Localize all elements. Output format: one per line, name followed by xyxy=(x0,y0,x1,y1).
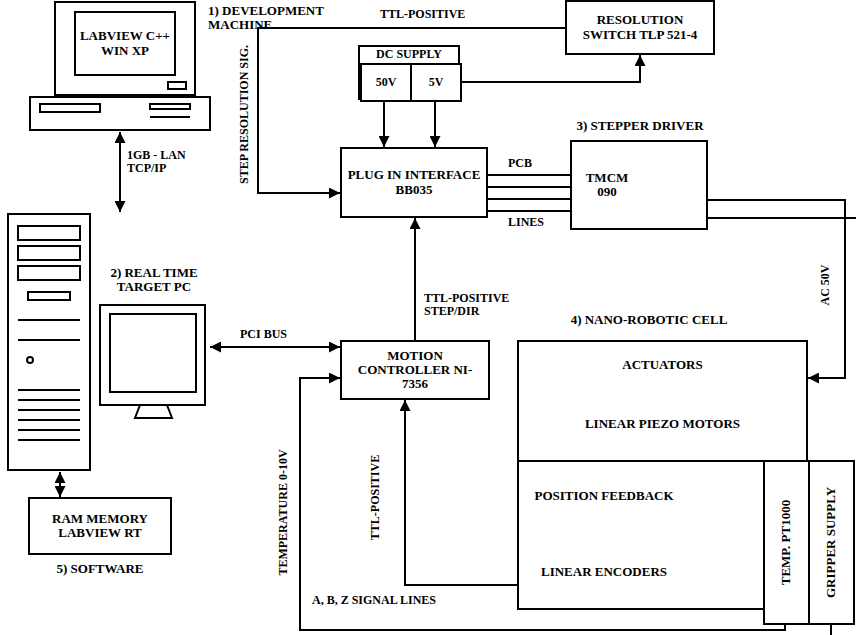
signal-connector xyxy=(488,175,570,211)
heading-label: 4) NANO-ROBOTIC CELL xyxy=(539,310,759,330)
development-computer xyxy=(30,2,210,130)
feedback-box: POSITION FEEDBACK LINEAR ENCODERS xyxy=(517,460,765,610)
box-text: 2) REAL TIME TARGET PC xyxy=(98,260,210,300)
supply-box: DC SUPPLY 50V5V xyxy=(358,45,460,100)
box-text: PLUG IN INTERFACE BB035 xyxy=(345,152,483,213)
box-text: 5) SOFTWARE xyxy=(28,559,172,579)
signal-label: TTL-POSITIVE STEP/DIR xyxy=(424,287,536,323)
heading-label: 3) STEPPER DRIVER xyxy=(555,116,725,136)
box-text: RAM MEMORY LABVIEW RT xyxy=(32,501,168,551)
actuator-box: 4) NANO-ROBOTIC CELLACTUATORSLINEAR PIEZ… xyxy=(517,340,808,462)
box-text: RESOLUTION SWITCH TLP 521-4 xyxy=(570,5,710,50)
signal-label: PCI BUS xyxy=(240,327,320,343)
signal-label: 1GB - LAN TCP/IP xyxy=(127,146,213,178)
sensor-box: TEMP. PT1000 xyxy=(763,460,810,625)
signal-label: TTL-POSITIVE xyxy=(380,6,500,23)
box-text: MOTION CONTROLLER NI-7356 xyxy=(345,345,485,395)
signal-connector xyxy=(434,102,436,147)
box-text: 5V xyxy=(412,65,460,100)
computer-tower: 2) REAL TIME TARGET PC xyxy=(5,212,210,472)
signal-label: LINES xyxy=(508,215,558,231)
software-box: RAM MEMORY LABVIEW RT5) SOFTWARE xyxy=(28,497,172,555)
box-text: LINEAR PIEZO MOTORS xyxy=(523,402,802,446)
signal-connector xyxy=(119,132,121,212)
box-text: POSITION FEEDBACK xyxy=(529,474,679,518)
signal-label: TEMPERATURE 0-10V xyxy=(274,425,293,600)
signal-label: AC 50V xyxy=(816,250,836,320)
signal-label: TTL-POSITIVE xyxy=(366,440,385,555)
controller-box: MOTION CONTROLLER NI-7356 xyxy=(340,340,490,400)
signal-label: STEP RESOLUTION SIG. xyxy=(234,30,253,198)
box-text: LINEAR ENCODERS xyxy=(529,550,679,594)
voltage-box: 5V xyxy=(410,63,462,102)
signal-label: A, B, Z SIGNAL LINES xyxy=(312,592,497,609)
signal-connector xyxy=(405,400,517,585)
signal-connector xyxy=(210,346,340,348)
computer-monitor: 1) DEVELOPMENT MACHINELABVIEW C++ WIN XP xyxy=(25,0,215,132)
box-text: DC SUPPLY xyxy=(360,47,458,63)
box-text: ACTUATORS xyxy=(523,354,802,376)
signal-connector xyxy=(462,55,640,82)
box-text: TEMP. PT1000 xyxy=(767,465,806,620)
box-text: 50V xyxy=(362,65,410,100)
voltage-box: 50V xyxy=(360,63,412,102)
signal-connector xyxy=(59,472,61,497)
signal-label: PCB xyxy=(508,156,558,172)
box-text: LABVIEW C++ WIN XP xyxy=(77,14,173,73)
interface-box: PLUG IN INTERFACE BB035 xyxy=(340,147,488,218)
target-computer xyxy=(8,214,205,470)
box-text: TMCM 090 xyxy=(576,162,638,208)
heading-label: 1) DEVELOPMENT MACHINE xyxy=(208,1,326,35)
supply-strip: GRIPPER SUPPLY xyxy=(808,460,855,625)
box-text: GRIPPER SUPPLY xyxy=(812,465,851,620)
switch-box: RESOLUTION SWITCH TLP 521-4 xyxy=(565,0,715,55)
signal-connector xyxy=(414,218,416,340)
signal-connector xyxy=(383,102,385,147)
driver-box: 3) STEPPER DRIVERTMCM 090 xyxy=(570,140,708,230)
